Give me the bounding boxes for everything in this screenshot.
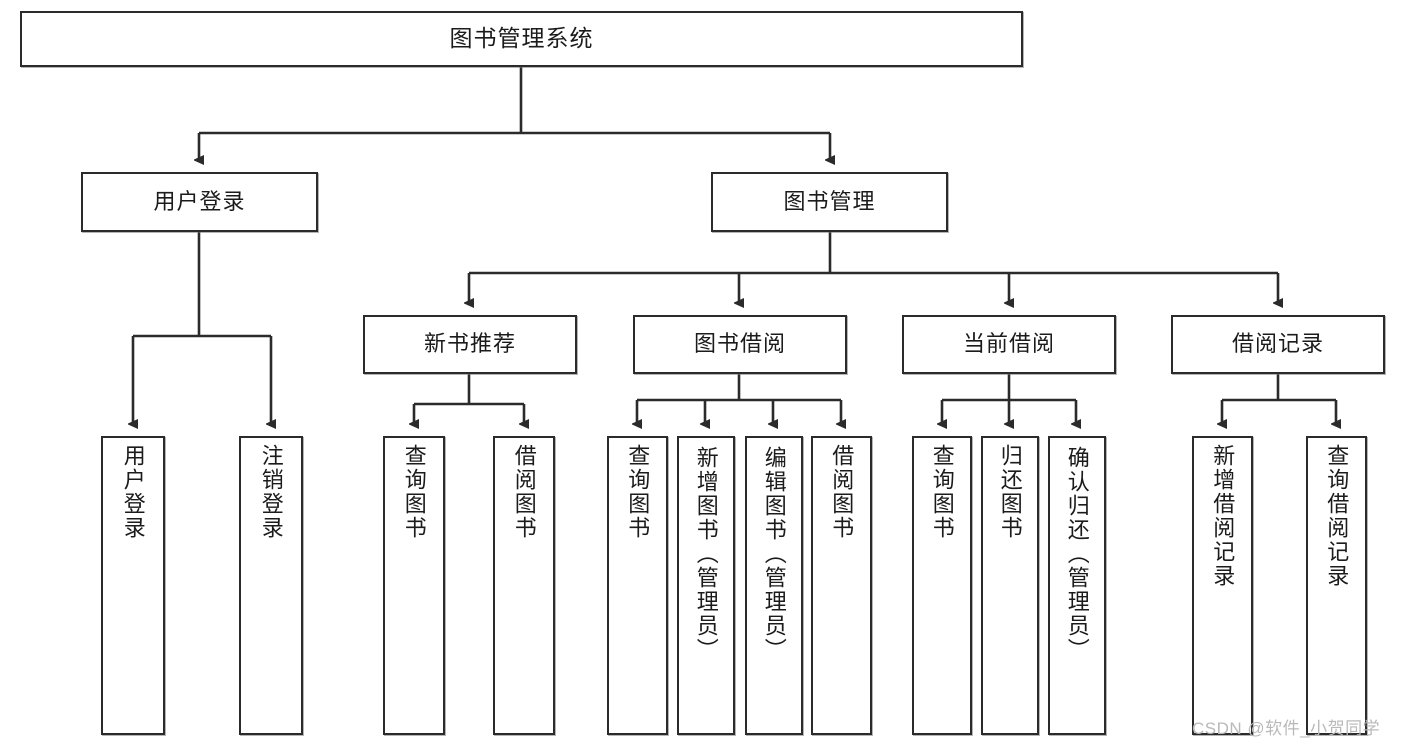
node-book-borrow[interactable]: 图书借阅 (633, 315, 847, 374)
node-leaf-label: 新增借阅记录 (1210, 444, 1236, 588)
node-leaf-current-borrow-confirm[interactable]: 确认归还（管理员） (1048, 436, 1106, 735)
node-leaf-book-borrow-borrow[interactable]: 借阅图书 (811, 436, 872, 735)
node-leaf-borrow-record-add[interactable]: 新增借阅记录 (1192, 436, 1253, 735)
node-book-management-label: 图书管理 (783, 188, 876, 214)
node-leaf-label: 借阅图书 (511, 444, 537, 540)
node-leaf-label: 用户登录 (120, 444, 146, 540)
node-leaf-book-borrow-add[interactable]: 新增图书（管理员） (677, 436, 735, 735)
node-leaf-user-login-login[interactable]: 用户登录 (101, 436, 165, 735)
node-borrow-record[interactable]: 借阅记录 (1171, 315, 1385, 374)
node-leaf-label: 注销登录 (258, 444, 284, 540)
node-borrow-record-label: 借阅记录 (1231, 331, 1324, 357)
node-root-system[interactable]: 图书管理系统 (20, 11, 1023, 67)
node-user-login[interactable]: 用户登录 (81, 172, 318, 232)
node-user-login-label: 用户登录 (153, 188, 246, 214)
node-new-book-recommend[interactable]: 新书推荐 (363, 315, 577, 374)
node-leaf-book-borrow-query[interactable]: 查询图书 (607, 436, 668, 735)
node-leaf-current-borrow-query[interactable]: 查询图书 (912, 436, 972, 735)
node-book-borrow-label: 图书借阅 (693, 331, 786, 357)
node-leaf-label: 新增图书（管理员） (693, 446, 719, 662)
node-leaf-new-book-query[interactable]: 查询图书 (383, 436, 445, 735)
node-leaf-new-book-borrow[interactable]: 借阅图书 (493, 436, 555, 735)
node-current-borrow-label: 当前借阅 (962, 331, 1055, 357)
node-root-label: 图书管理系统 (449, 25, 594, 52)
node-leaf-label: 查询借阅记录 (1324, 444, 1350, 588)
node-leaf-label: 借阅图书 (829, 444, 855, 540)
node-current-borrow[interactable]: 当前借阅 (902, 315, 1116, 374)
node-leaf-label: 归还图书 (997, 444, 1023, 540)
node-book-management[interactable]: 图书管理 (711, 172, 948, 232)
node-leaf-borrow-record-query[interactable]: 查询借阅记录 (1306, 436, 1367, 735)
node-leaf-book-borrow-edit[interactable]: 编辑图书（管理员） (745, 436, 803, 735)
node-leaf-label: 查询图书 (625, 444, 651, 540)
node-leaf-label: 确认归还（管理员） (1064, 446, 1090, 662)
node-new-book-recommend-label: 新书推荐 (423, 331, 516, 357)
node-leaf-user-login-logout[interactable]: 注销登录 (239, 436, 303, 735)
node-leaf-current-borrow-return[interactable]: 归还图书 (981, 436, 1039, 735)
node-leaf-label: 编辑图书（管理员） (761, 446, 787, 662)
node-leaf-label: 查询图书 (401, 444, 427, 540)
csdn-watermark: CSDN @软件_小贺同学 (1192, 719, 1381, 738)
node-leaf-label: 查询图书 (929, 444, 955, 540)
